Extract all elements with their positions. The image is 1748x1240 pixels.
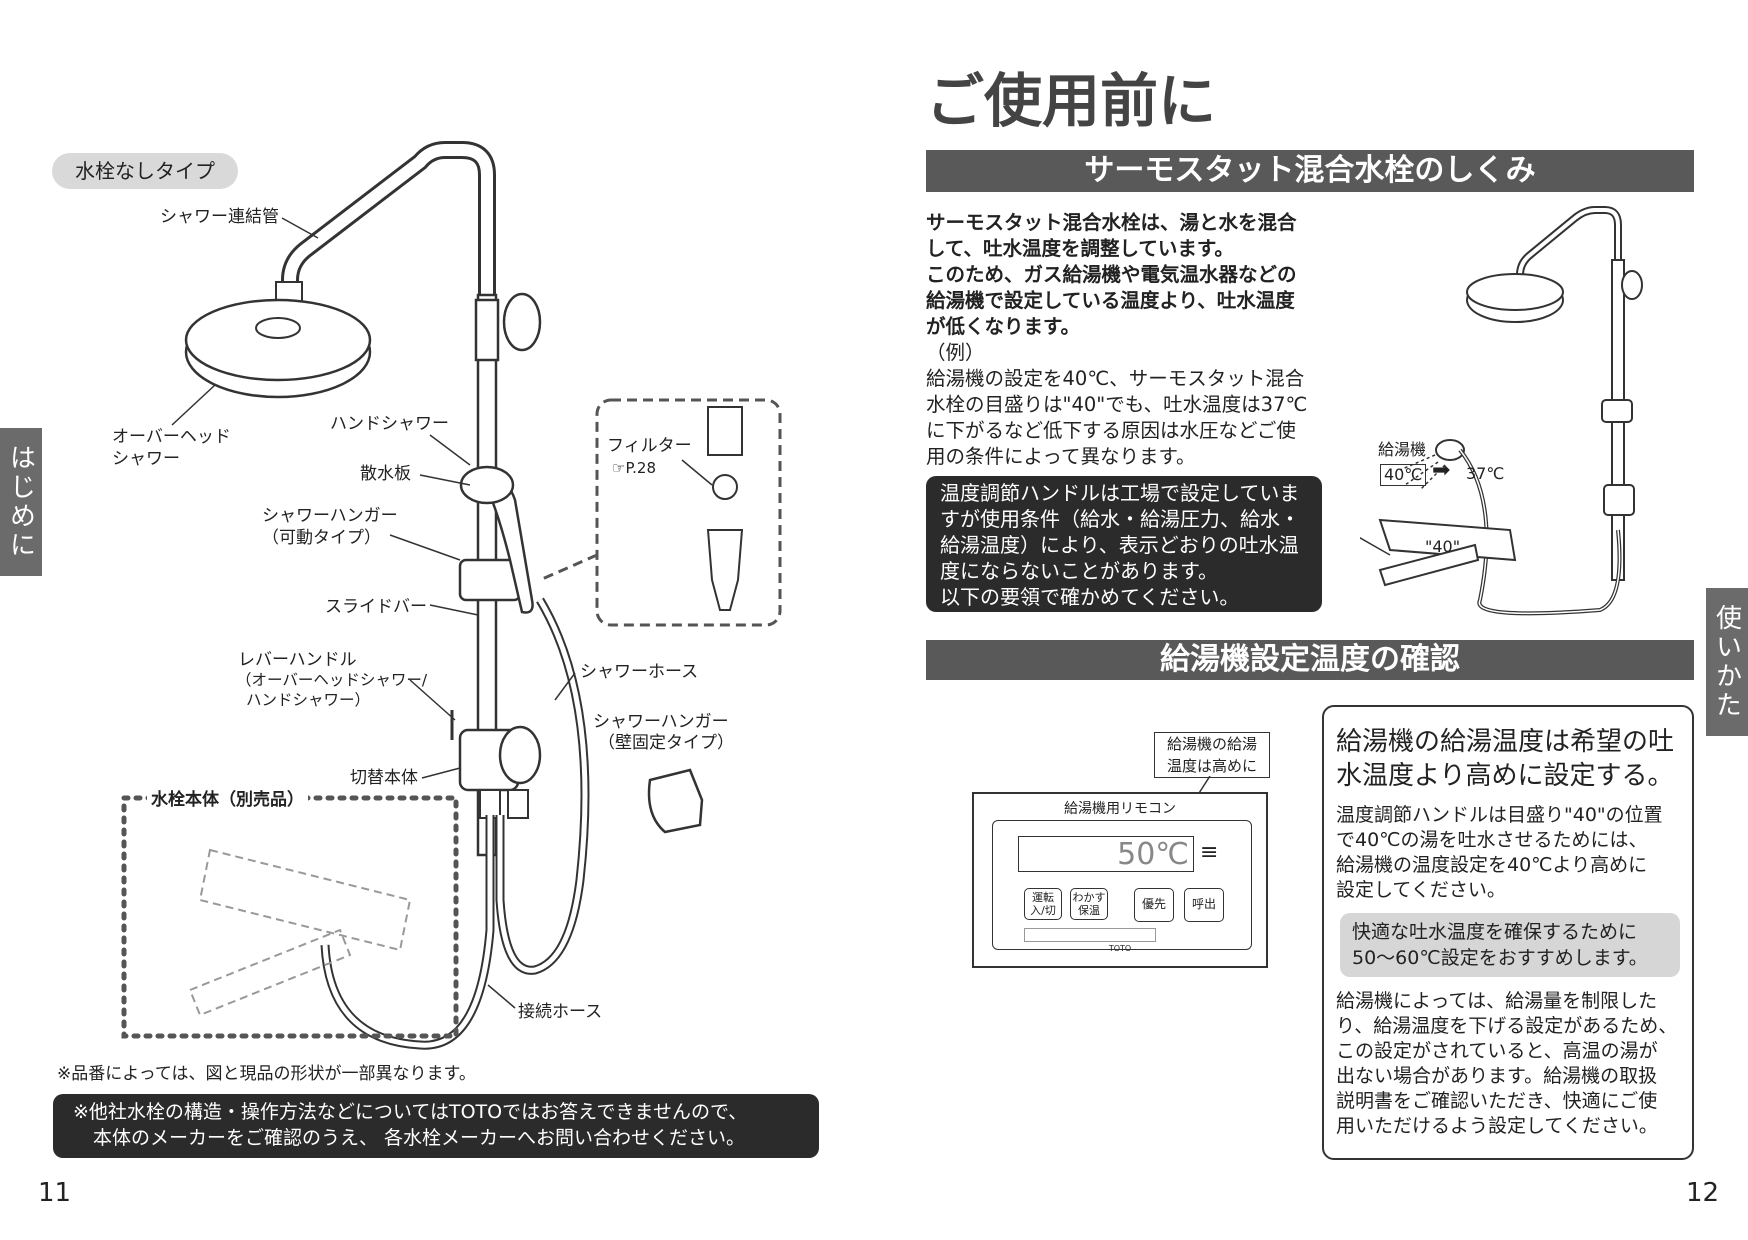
intro-bold-5: が低くなります。 — [926, 315, 1081, 338]
box-para2-6: 用いただけるよう設定してください。 — [1336, 1115, 1658, 1137]
priority-button[interactable]: 優先 — [1134, 888, 1174, 922]
label-hanger-movable-2: （可動タイプ） — [262, 528, 381, 548]
mixer-faucet — [1378, 518, 1517, 562]
intro-bold-2: して、吐水温度を調整しています。 — [926, 237, 1234, 260]
remote-control: 給湯機用リモコン 50℃ ≡ 運転入/切 わかす保温 優先 呼出 TOTO — [972, 792, 1268, 968]
box-para2-1: 給湯機によっては、給湯量を制限した — [1336, 990, 1658, 1012]
example-line-1: 給湯機の設定を40℃、サーモスタット混合 — [926, 367, 1305, 390]
dark-note-3: 給湯温度）により、表示どおりの吐水温 — [940, 533, 1299, 557]
box-para1-4: 設定してください。 — [1336, 879, 1506, 901]
label-connect-hose: 接続ホース — [518, 1002, 603, 1022]
label-lever-1: レバーハンドル — [238, 650, 357, 670]
hint-line-1: 快適な吐水温度を確保するために — [1352, 921, 1638, 943]
intro-bold-1: サーモスタット混合水栓は、湯と水を混合 — [926, 211, 1297, 234]
box-para1-2: で40℃の湯を吐水させるためには、 — [1336, 829, 1648, 851]
label-lever-3: ハンドシャワー） — [246, 691, 371, 709]
remote-brand: TOTO — [1108, 944, 1132, 953]
callout-line-2: 温度は高めに — [1166, 757, 1257, 775]
dark-note-1: 温度調節ハンドルは工場で設定していま — [940, 481, 1300, 505]
dark-note-5: 以下の要領で確かめてください。 — [940, 585, 1240, 609]
label-faucet-body: 水栓本体（別売品） — [147, 790, 308, 810]
warning-strip — [1024, 928, 1156, 942]
label-filter-ref[interactable]: ☞P.28 — [612, 459, 657, 477]
label-overhead-2: シャワー — [112, 449, 180, 469]
recommendation-box: 給湯機の給湯温度は希望の吐 水温度より高めに設定する。 温度調節ハンドルは目盛り… — [1322, 705, 1694, 1160]
label-spray-plate: 散水板 — [360, 464, 411, 484]
notice-line-2: 本体のメーカーをご確認のうえ、 各水栓メーカーへお問い合わせください。 — [93, 1127, 746, 1149]
side-tab-hajimeni[interactable]: はじめに — [0, 428, 42, 576]
label-filter: フィルター — [607, 436, 692, 456]
fixed-hanger — [647, 768, 704, 834]
intro-bold-3: このため、ガス給湯機や電気温水器などの — [926, 263, 1297, 286]
callout-line-1: 給湯機の給湯 — [1166, 735, 1257, 753]
callout-box: 給湯機の給湯 温度は高めに — [1154, 732, 1270, 778]
thermostat-diagram — [1360, 206, 1643, 616]
hint-line-2: 50～60℃設定をおすすめします。 — [1352, 947, 1648, 969]
dark-note-2: すが使用条件（給水・給湯圧力、給水・ — [940, 507, 1300, 531]
box-para1-1: 温度調節ハンドルは目盛り"40"の位置 — [1336, 804, 1663, 826]
fig-out-temp: 37℃ — [1466, 464, 1505, 483]
notice-other-brands: ※他社水栓の構造・操作方法などについてはTOTOではお答えできませんので、 本体… — [53, 1094, 819, 1158]
example-line-2: 水栓の目盛りは"40"でも、吐水温度は37℃ — [926, 393, 1308, 416]
label-lever-2: （オーバーヘッドシャワー/ — [236, 671, 428, 689]
note-shape-differs: ※品番によっては、図と現品の形状が一部異なります。 — [57, 1064, 476, 1084]
label-overhead-1: オーバーヘッド — [112, 427, 231, 447]
box-para2-4: 出ない場合があります。給湯機の取扱 — [1336, 1065, 1658, 1087]
fig-dial-label: "40" — [1425, 537, 1461, 556]
type-pill: 水栓なしタイプ — [52, 153, 238, 189]
hand-shower-icon — [1435, 439, 1465, 461]
box-heading-2: 水温度より高めに設定する。 — [1336, 761, 1674, 791]
fig-heater-label: 給湯機 — [1378, 440, 1427, 459]
call-button[interactable]: 呼出 — [1184, 888, 1224, 922]
label-shower-pipe: シャワー連結管 — [160, 207, 279, 227]
label-hanger-fixed-1: シャワーハンガー — [593, 712, 729, 732]
power-button[interactable]: 運転入/切 — [1024, 888, 1062, 920]
box-para2-3: この設定がされていると、高温の湯が — [1336, 1040, 1658, 1062]
example-line-3: に下がるなど低下する原因は水圧などご使 — [926, 419, 1296, 442]
box-para2-2: り、給湯温度を下げる設定があるため、 — [1336, 1015, 1678, 1037]
label-slide-bar: スライドバー — [325, 597, 427, 617]
label-hanger-fixed-2: （壁固定タイプ） — [598, 733, 734, 753]
dark-note-box: 温度調節ハンドルは工場で設定していま すが使用条件（給水・給湯圧力、給水・ 給湯… — [926, 476, 1322, 612]
reheat-button[interactable]: わかす保温 — [1070, 888, 1108, 920]
fig-set-temp: 40℃ — [1380, 464, 1427, 486]
label-shower-hose: シャワーホース — [580, 662, 699, 682]
example-label: （例） — [926, 341, 985, 364]
page-title: ご使用前に — [926, 67, 1217, 135]
hint-box: 快適な吐水温度を確保するために 50～60℃設定をおすすめします。 — [1340, 913, 1680, 977]
remote-display: 50℃ — [1018, 836, 1194, 872]
arrow-right-icon: ➡ — [1432, 458, 1451, 483]
section-heading-thermostat: サーモスタット混合水栓のしくみ — [926, 150, 1694, 192]
section-heading-heater-temp: 給湯機設定温度の確認 — [926, 640, 1694, 680]
box-heading-1: 給湯機の給湯温度は希望の吐 — [1336, 727, 1675, 757]
box-para1-3: 給湯機の温度設定を40℃より高めに — [1336, 854, 1648, 876]
remote-label: 給湯機用リモコン — [1064, 801, 1176, 817]
filter-detail-box — [595, 398, 782, 627]
shower-diagram — [121, 141, 782, 1050]
dark-note-4: 度にならないことがあります。 — [940, 559, 1218, 583]
intro-bold-4: 給湯機で設定している温度より、吐水温度 — [926, 289, 1295, 312]
filter-icon — [712, 474, 738, 500]
label-hand-shower: ハンドシャワー — [330, 414, 449, 434]
menu-lines-icon: ≡ — [1200, 840, 1219, 865]
side-tab-tsukaikata[interactable]: 使いかた — [1706, 588, 1748, 736]
label-switch-body: 切替本体 — [350, 768, 418, 788]
intro-text: サーモスタット混合水栓は、湯と水を混合 して、吐水温度を調整しています。 このた… — [926, 210, 1326, 470]
example-line-4: 用の条件によって異なります。 — [926, 445, 1196, 468]
page-number-left: 11 — [38, 1178, 72, 1208]
notice-line-1: ※他社水栓の構造・操作方法などについてはTOTOではお答えできませんので、 — [73, 1101, 748, 1123]
box-para2-5: 説明書をご確認いただき、快適にご使 — [1336, 1090, 1658, 1112]
label-hanger-movable-1: シャワーハンガー — [262, 506, 398, 526]
page-number-right: 12 — [1686, 1178, 1720, 1208]
